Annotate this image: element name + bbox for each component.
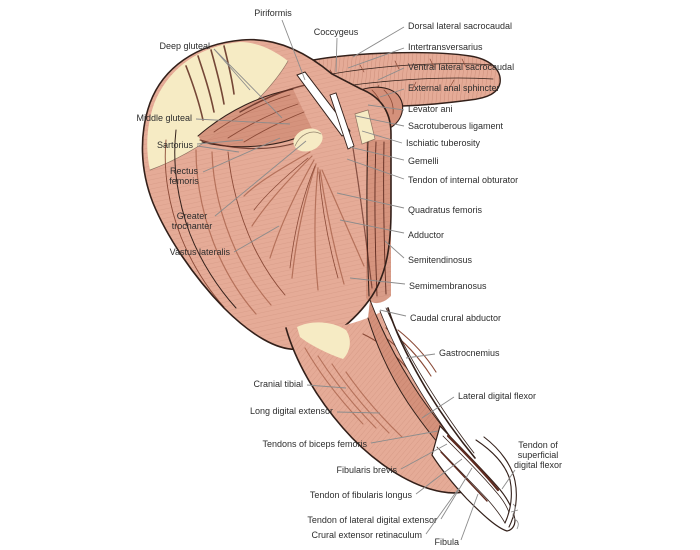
leader-line-deep-gluteal	[213, 48, 251, 91]
leader-line-tendon-of-internal-obturator	[346, 158, 405, 180]
gluteal-fascia-bone-area	[147, 42, 288, 170]
stifle-bone-area	[297, 322, 350, 359]
leader-line-tendon-of-lateral-digital-extensor	[440, 467, 473, 520]
leader-line-sacrotuberous-ligament	[355, 115, 405, 127]
leader-line-piriformis	[281, 19, 306, 81]
leader-line-dorsal-lateral-sacrocaudal	[352, 26, 405, 58]
leader-line-quadratus-femoris	[336, 192, 405, 209]
leader-line-tendon-of-fibularis-longus	[415, 458, 463, 495]
leader-line-vastus-lateralis	[233, 225, 280, 253]
leader-line-external-anal-sphincter	[379, 88, 405, 98]
leader-line-levator-ani	[367, 104, 405, 111]
leader-line-long-digital-extensor	[336, 411, 381, 414]
leader-line-sartorius	[196, 145, 240, 153]
leader-line-crural-extensor-retinaculum	[425, 487, 460, 535]
internal-obturator-tendon-band	[330, 93, 354, 149]
leader-line-intertransversarius	[347, 47, 405, 69]
leader-line-semimembranosus	[349, 277, 406, 285]
leader-line-cranial-tibial	[306, 384, 347, 389]
thigh-muscles	[141, 38, 392, 351]
leader-line-ventral-lateral-sacrocaudal	[377, 67, 405, 81]
leader-lines-layer	[195, 19, 516, 541]
leader-line-tendon-of-superficial-digital-flexor	[501, 469, 516, 490]
leader-line-gastrocnemius	[405, 353, 436, 359]
leader-line-fibula	[460, 493, 479, 541]
artist-signature	[510, 503, 519, 530]
leader-line-deep-gluteal	[213, 48, 283, 119]
leader-line-ischiatic-tuberosity	[361, 130, 403, 144]
leader-line-rectus-femoris	[202, 137, 281, 173]
leader-line-adductor	[339, 219, 405, 234]
hock-tendons	[431, 424, 519, 532]
leader-line-gemelli	[349, 146, 405, 161]
leader-line-greater-trochanter	[214, 140, 307, 217]
leader-line-sartorius	[196, 139, 244, 145]
sacrotuberous-ligament-band	[297, 72, 350, 136]
leader-line-middle-gluteal	[195, 118, 291, 125]
leader-line-caudal-crural-abductor	[379, 309, 407, 317]
leader-line-coccygeus	[335, 37, 338, 73]
leader-line-semitendinosus	[384, 240, 405, 259]
leader-line-tendons-of-biceps-femoris	[370, 430, 439, 444]
leader-line-lateral-digital-flexor	[421, 396, 455, 419]
leader-line-fibularis-brevis	[400, 443, 448, 470]
